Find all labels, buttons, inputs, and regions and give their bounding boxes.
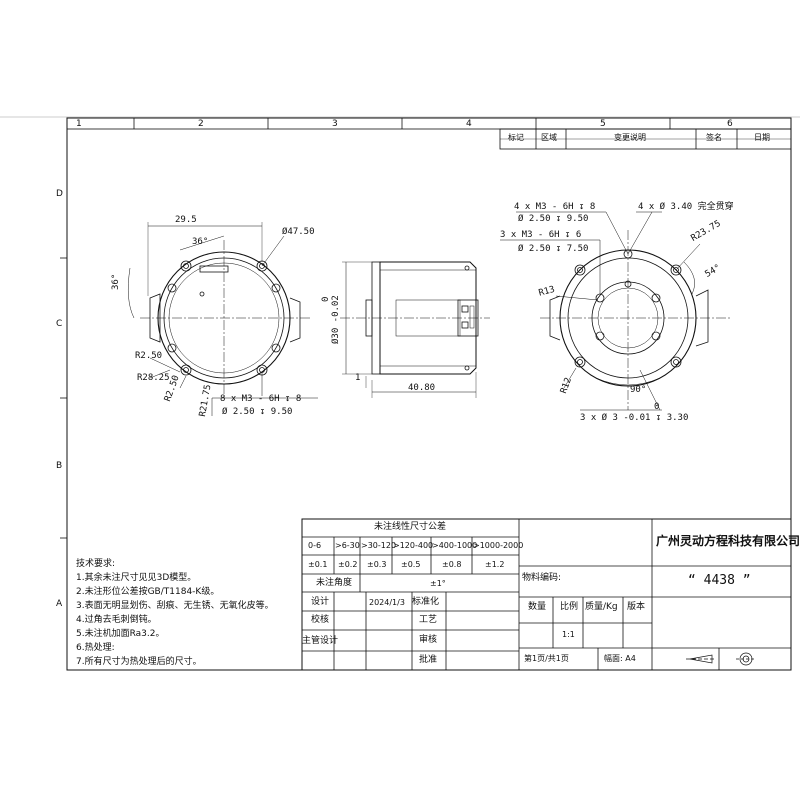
tol-value-5: ±1.2 — [485, 560, 505, 569]
zone-col-6: 6 — [727, 119, 733, 129]
rev-header-date: 日期 — [754, 133, 770, 142]
front-drill-note: Ø 2.50 ↧ 9.50 — [222, 407, 293, 417]
tol-value-1: ±0.2 — [338, 560, 358, 569]
rear-note-bottom-zero: 0 — [654, 402, 660, 412]
tol-range-4: >400-1000 — [432, 541, 478, 550]
side-view — [340, 261, 490, 398]
qty-label: 数量 — [528, 602, 547, 612]
version-label: 版本 — [627, 602, 646, 612]
zone-col-3: 3 — [332, 119, 338, 129]
approval-design-label: 设计 — [311, 597, 330, 607]
dim-shaft-zero: 0 — [321, 296, 331, 302]
dim-bolt-circle: Ø47.50 — [282, 227, 315, 237]
projection-symbol — [686, 652, 756, 666]
tech-req-item: 2.未注形位公差按GB/T1184-K级。 — [76, 587, 220, 597]
zone-row-d: D — [56, 189, 63, 199]
tech-req-item: 6.热处理: — [76, 643, 115, 653]
tol-value-0: ±0.1 — [308, 560, 328, 569]
rear-note-bottom: 3 x Ø 3 -0.01 ↧ 3.30 — [580, 413, 689, 423]
zone-col-5: 5 — [600, 119, 606, 129]
approval-approve-label: 批准 — [419, 655, 438, 665]
tol-range-0: 0-6 — [308, 541, 322, 550]
rear-note-3: Ø 2.50 ↧ 9.50 — [518, 214, 589, 224]
approval-standard-label: 标准化 — [412, 597, 440, 607]
dim-step: 1 — [355, 373, 361, 383]
zone-row-c: C — [56, 319, 63, 329]
tol-value-2: ±0.3 — [367, 560, 387, 569]
scale-label: 比例 — [560, 602, 579, 612]
tol-angle-label: 未注角度 — [316, 578, 353, 588]
dim-length: 40.80 — [408, 383, 436, 393]
rear-note-1: 4 x M3 - 6H ↧ 8 — [514, 202, 596, 212]
tech-req-title: 技术要求: — [76, 559, 116, 569]
tolerance-title: 未注线性尺寸公差 — [374, 522, 447, 532]
tech-req-item: 4.过角去毛刺倒钝。 — [76, 615, 157, 625]
tech-req-item: 7.所有尺寸为热处理后的尺寸。 — [76, 657, 202, 667]
part-name: “ 4438 ” — [688, 573, 751, 588]
zone-row-ticks — [60, 257, 67, 539]
sheet-format: 幅面: A4 — [604, 654, 636, 663]
dim-width: 29.5 — [175, 215, 197, 225]
approval-check-label: 校核 — [311, 615, 330, 625]
zone-col-1: 1 — [76, 119, 82, 129]
front-thread-note: 8 x M3 - 6H ↧ 8 — [220, 394, 302, 404]
dim-shaft-dia: Ø30 -0.02 — [331, 295, 341, 344]
zone-col-4: 4 — [466, 119, 472, 129]
tech-req-item: 3.表面无明显划伤、刮痕、无生锈、无氧化皮等。 — [76, 601, 274, 611]
approval-chief-label: 主管设计 — [302, 636, 339, 646]
sheet-info: 第1页/共1页 — [524, 654, 569, 663]
rear-view — [500, 211, 730, 411]
rev-header-mark: 标记 — [508, 133, 524, 142]
dim-angle-left: 36° — [111, 273, 121, 290]
zone-row-a: A — [56, 599, 63, 609]
tech-req-item: 1.其余未注尺寸见见3D模型。 — [76, 573, 197, 583]
mass-label: 质量/Kg — [585, 602, 618, 612]
dim-r-28-25: R28.25 — [137, 373, 170, 383]
rear-note-5: Ø 2.50 ↧ 7.50 — [518, 244, 589, 254]
tol-value-4: ±0.8 — [442, 560, 462, 569]
tol-range-5: >1000-2000 — [473, 541, 524, 550]
dim-angle-top: 36° — [192, 237, 209, 247]
approval-design-date: 2024/1/3 — [369, 598, 405, 607]
bottom-block-grid — [301, 518, 792, 671]
rev-header-desc: 变更说明 — [614, 133, 646, 142]
rev-header-zone: 区域 — [541, 133, 557, 142]
approval-process-label: 工艺 — [419, 615, 438, 625]
tol-value-3: ±0.5 — [401, 560, 421, 569]
company-name: 广州灵动方程科技有限公司 — [656, 534, 800, 548]
rear-note-2: 4 x Ø 3.40 完全贯穿 — [638, 202, 734, 212]
dim-angle-90: 90° — [630, 385, 647, 395]
zone-column-ticks — [133, 118, 671, 129]
rev-header-sign: 签名 — [706, 133, 722, 142]
tech-req-item: 5.未注机加面Ra3.2。 — [76, 629, 165, 639]
zone-row-b: B — [56, 461, 63, 471]
tol-range-3: >120-400 — [393, 541, 434, 550]
tol-range-2: >30-120 — [361, 541, 397, 550]
tol-range-1: >6-30 — [335, 541, 360, 550]
approval-review-label: 审核 — [419, 635, 438, 645]
zone-col-2: 2 — [198, 119, 204, 129]
scale-value: 1:1 — [562, 630, 575, 639]
material-code-label: 物料编码: — [522, 573, 562, 583]
rear-note-4: 3 x M3 - 6H ↧ 6 — [500, 230, 582, 240]
revision-table-grid — [499, 128, 792, 150]
front-view — [127, 222, 318, 416]
dim-r-2-50-a: R2.50 — [135, 351, 163, 361]
tol-angle-value: ±1° — [430, 579, 446, 588]
